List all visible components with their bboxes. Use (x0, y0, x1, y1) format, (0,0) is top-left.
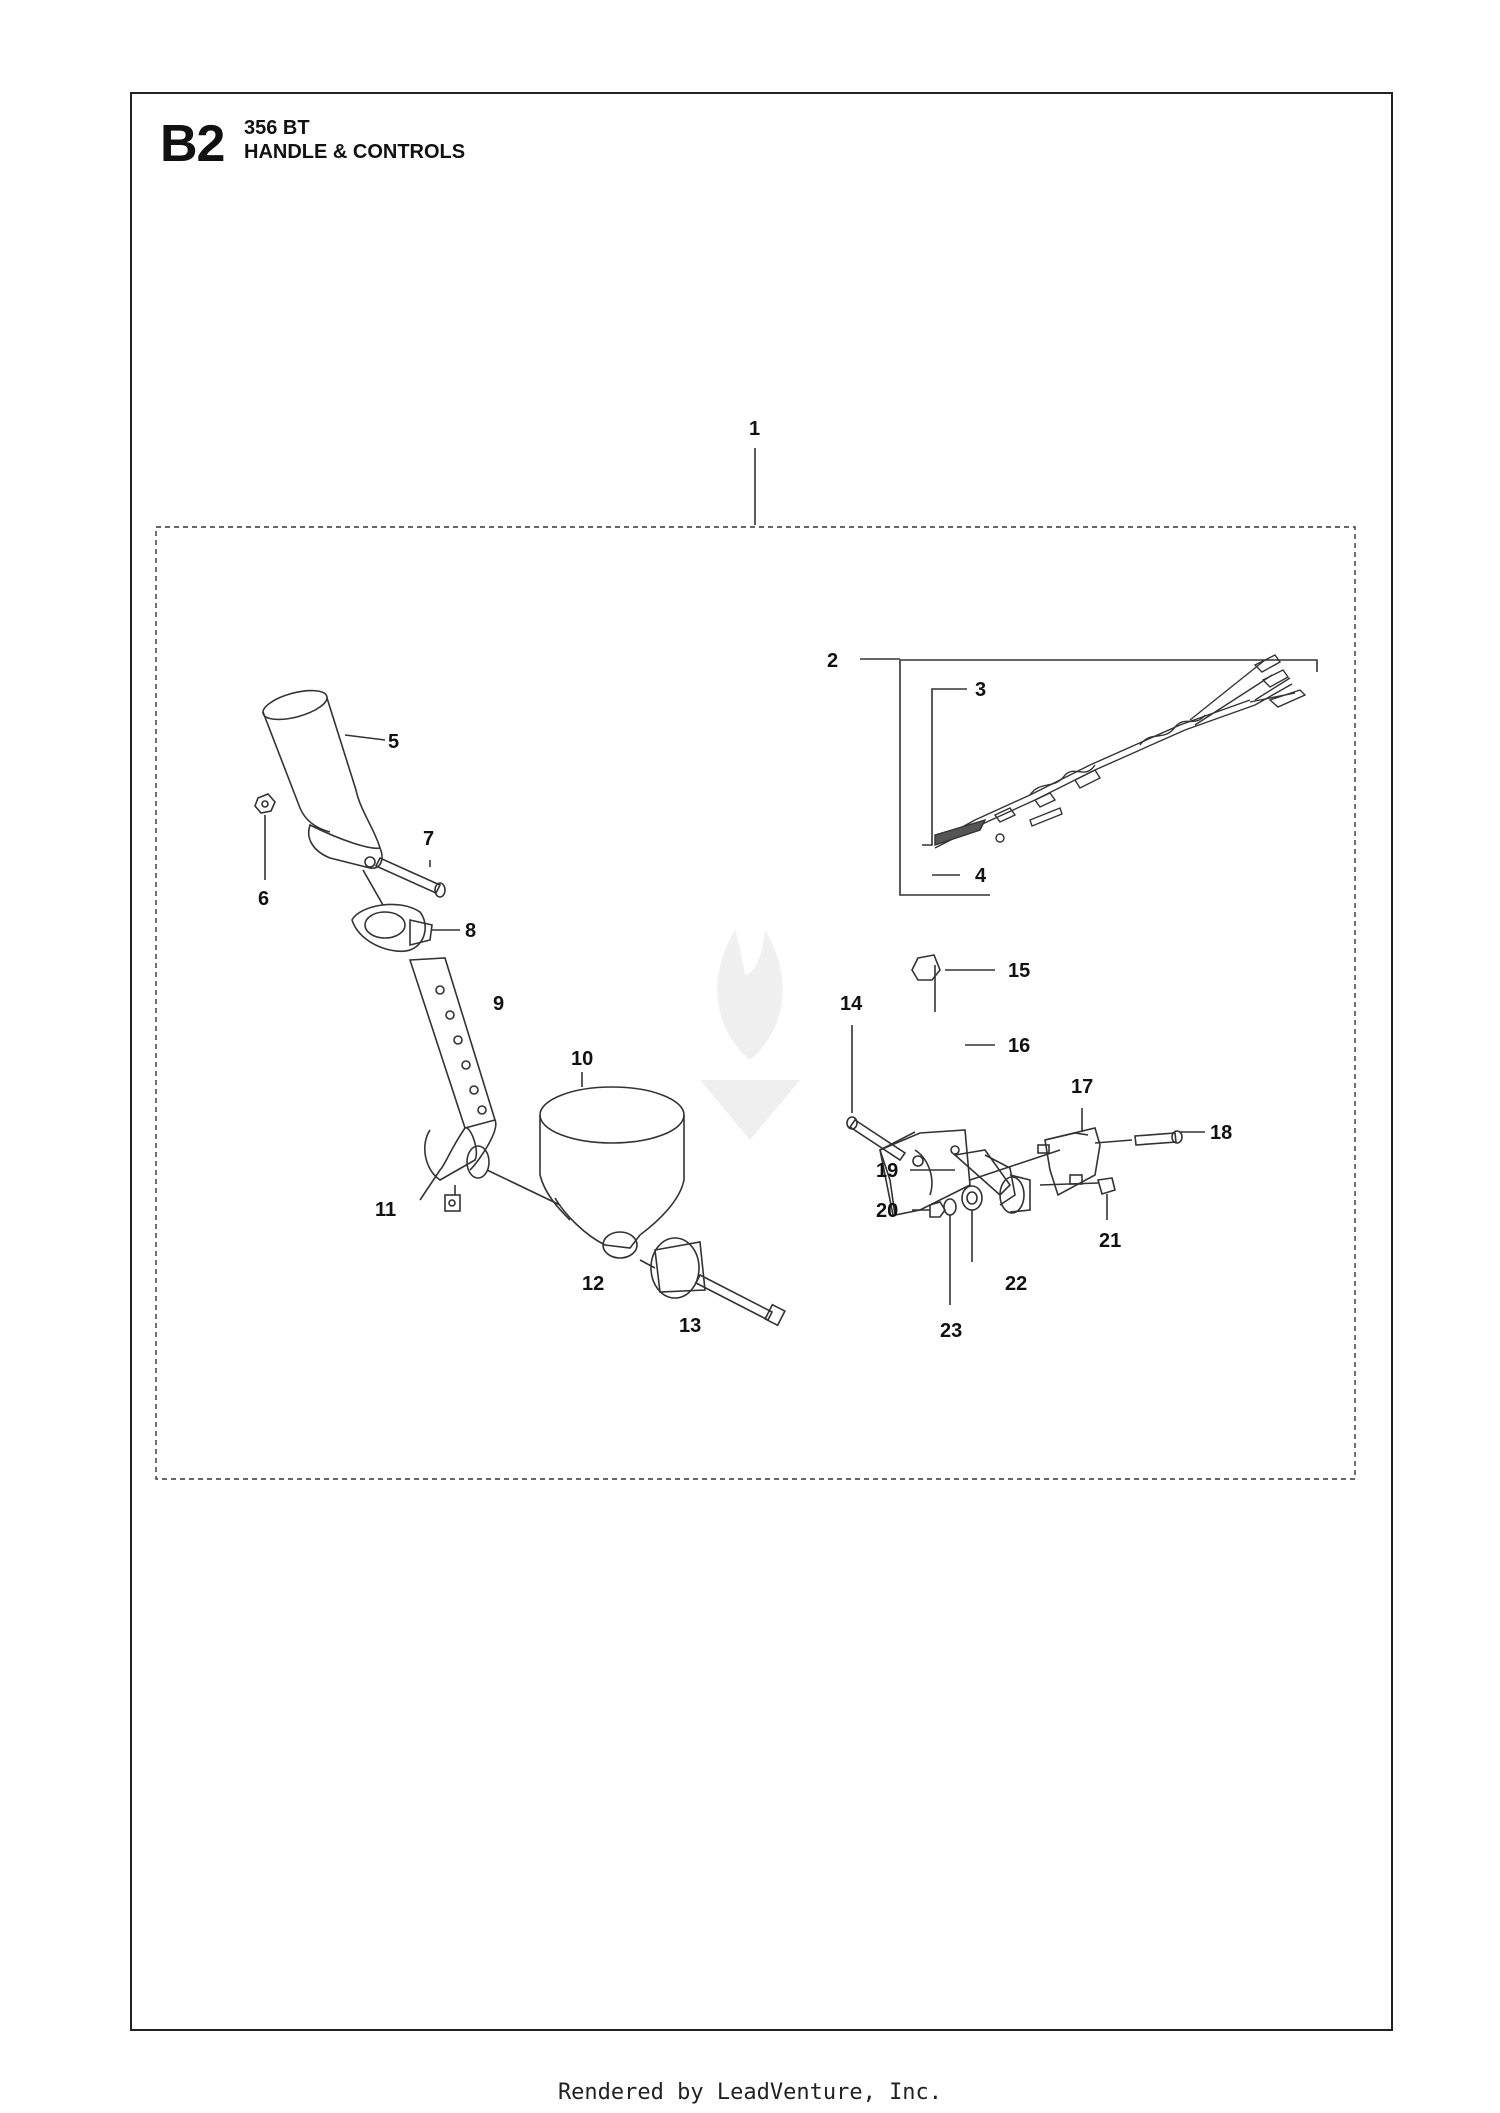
screw-7 (374, 856, 446, 898)
callout-14: 14 (840, 993, 863, 1015)
callout-22: 22 (1005, 1273, 1027, 1295)
callout-11: 11 (375, 1199, 396, 1221)
callout-17: 17 (1071, 1076, 1093, 1098)
watermark-logo (700, 930, 800, 1140)
callout-6: 6 (258, 888, 269, 910)
diagram-frame (130, 92, 1393, 2031)
clamp-ring-10 (539, 1086, 685, 1259)
footer-credit: Rendered by LeadVenture, Inc. (557, 2080, 943, 2105)
callout-23: 23 (940, 1320, 962, 1342)
nut-11 (444, 1194, 461, 1212)
assembly-group-box (155, 526, 1356, 1480)
handle-bar-9 (408, 957, 497, 1201)
callout-19: 19 (876, 1160, 898, 1182)
harness-bracket-3 (922, 688, 967, 846)
callout-5: 5 (388, 731, 399, 753)
callout-8: 8 (465, 920, 476, 942)
nut-20 (929, 1201, 946, 1218)
callout-10: 10 (571, 1048, 593, 1070)
washer-23 (943, 1198, 957, 1216)
callout-9: 9 (493, 993, 504, 1015)
model-label: 356 BT (244, 117, 310, 139)
callout-20: 20 (876, 1200, 898, 1222)
section-code: B2 (160, 115, 225, 173)
callout-21: 21 (1099, 1230, 1121, 1252)
wiring-harness (934, 654, 1307, 849)
handle-clamp-8 (351, 903, 433, 952)
screw-18 (1134, 1130, 1183, 1146)
callout-18: 18 (1210, 1122, 1232, 1144)
callout-7: 7 (423, 828, 434, 850)
callout-3: 3 (975, 679, 986, 701)
callout-12: 12 (582, 1273, 604, 1295)
nut-6 (254, 793, 276, 814)
callout-2: 2 (827, 650, 838, 672)
throttle-lever-19 (953, 1149, 1031, 1214)
bolt-13 (694, 1273, 786, 1327)
callout-13: 13 (679, 1315, 701, 1337)
screw-14 (846, 1116, 907, 1162)
callout-4: 4 (975, 865, 987, 887)
callout-15: 15 (1008, 960, 1030, 982)
callout-1: 1 (749, 418, 760, 440)
washer-22 (961, 1185, 983, 1211)
handle-grip (262, 689, 383, 870)
diagram-title: HANDLE & CONTROLS (244, 141, 466, 163)
cap-15 (911, 954, 941, 981)
callout-16: 16 (1008, 1035, 1030, 1057)
clip-21 (1096, 1177, 1116, 1196)
knob-12 (650, 1237, 706, 1299)
